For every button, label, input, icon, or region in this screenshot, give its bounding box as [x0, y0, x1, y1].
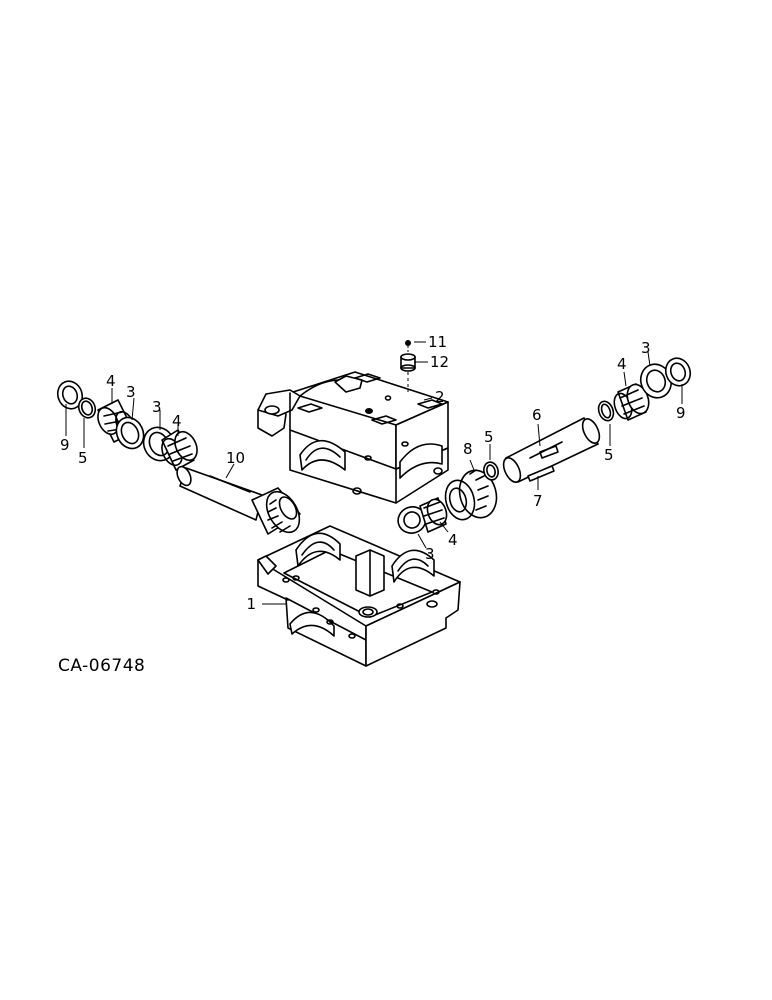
- callout-7: 7: [533, 492, 543, 510]
- drawing-code: CA-06748: [58, 656, 145, 676]
- callout-6: 6: [532, 406, 542, 424]
- center-snap-ring: [483, 461, 499, 481]
- left-snap-ring: [77, 397, 97, 419]
- callout-4-center: 4: [448, 531, 458, 549]
- callout-3-right: 3: [641, 339, 651, 357]
- callout-4-left-outer: 4: [106, 372, 116, 390]
- key: [527, 465, 555, 482]
- callout-1: 1: [246, 595, 256, 613]
- center-bearing-cone: [419, 497, 448, 533]
- callout-4-left-inner: 4: [172, 412, 182, 430]
- callout-9-right: 9: [676, 404, 686, 422]
- right-gear: [444, 469, 498, 521]
- fitting-and-plug: [400, 340, 416, 392]
- right-shaft: [502, 417, 601, 483]
- callout-labels: 1 2 3 3 3 3 4 4 4 4 5 5 5 6 7 8 9 9 10 1…: [58, 333, 686, 676]
- right-bearing-cone: [613, 383, 650, 421]
- left-bearing-cone-inner: [161, 429, 198, 471]
- callout-4-right: 4: [617, 355, 627, 373]
- lower-housing: [257, 525, 461, 667]
- upper-housing: [257, 371, 449, 504]
- callout-12: 12: [430, 353, 449, 371]
- callout-5-right: 5: [604, 446, 614, 464]
- right-seal: [664, 357, 692, 387]
- leader-lines: [65, 341, 683, 605]
- callout-3-left-inner: 3: [152, 398, 162, 416]
- left-shaft-with-gear: [176, 465, 301, 535]
- right-snap-ring: [597, 400, 615, 422]
- callout-10: 10: [226, 449, 245, 467]
- callout-3-center: 3: [425, 545, 435, 563]
- callout-5-left: 5: [78, 449, 88, 467]
- left-seal: [56, 380, 84, 410]
- callout-11: 11: [428, 333, 447, 351]
- callout-2: 2: [435, 388, 445, 406]
- callout-9-left: 9: [60, 436, 70, 454]
- callout-3-left-outer: 3: [126, 383, 136, 401]
- callout-8: 8: [463, 440, 473, 458]
- left-bearing-cup-outer: [115, 416, 145, 450]
- callout-5-center: 5: [484, 428, 494, 446]
